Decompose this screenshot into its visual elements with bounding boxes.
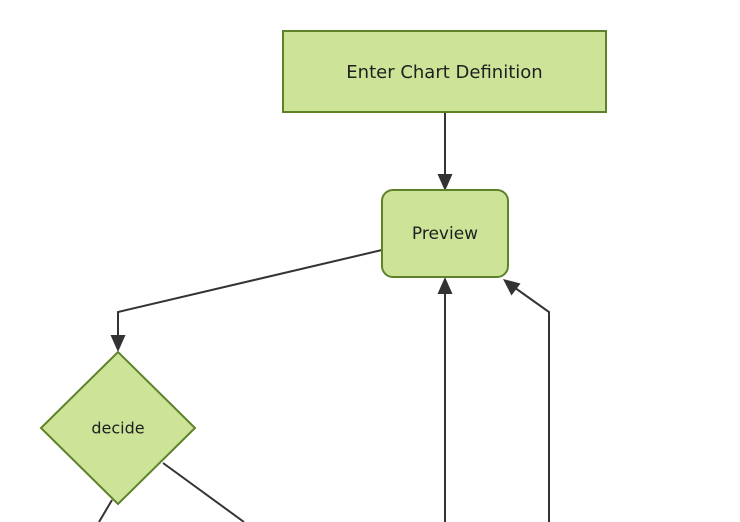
arrowhead-icon — [437, 174, 453, 191]
node-label-decide: decide — [91, 419, 144, 438]
node-label-enter-chart-definition: Enter Chart Definition — [346, 62, 542, 83]
node-decide[interactable]: decide — [39, 350, 197, 506]
arrowhead-icon — [503, 279, 521, 296]
node-label-preview: Preview — [412, 224, 478, 244]
edge-enter-to-preview — [437, 112, 453, 191]
edge-preview-to-decide — [110, 249, 383, 352]
edge-decide-out-right — [162, 462, 245, 522]
edge-into-preview-bottom — [437, 277, 453, 522]
node-shape-diamond — [39, 350, 197, 506]
node-shape-rounded-rectangle — [381, 189, 509, 278]
node-enter-chart-definition[interactable]: Enter Chart Definition — [282, 30, 607, 113]
edge-into-preview-bottom-right — [503, 279, 550, 522]
node-shape-rectangle — [282, 30, 607, 113]
arrowhead-icon — [110, 335, 126, 352]
edge-decide-out-left — [98, 499, 113, 522]
node-preview[interactable]: Preview — [381, 189, 509, 278]
arrowhead-icon — [437, 277, 453, 294]
